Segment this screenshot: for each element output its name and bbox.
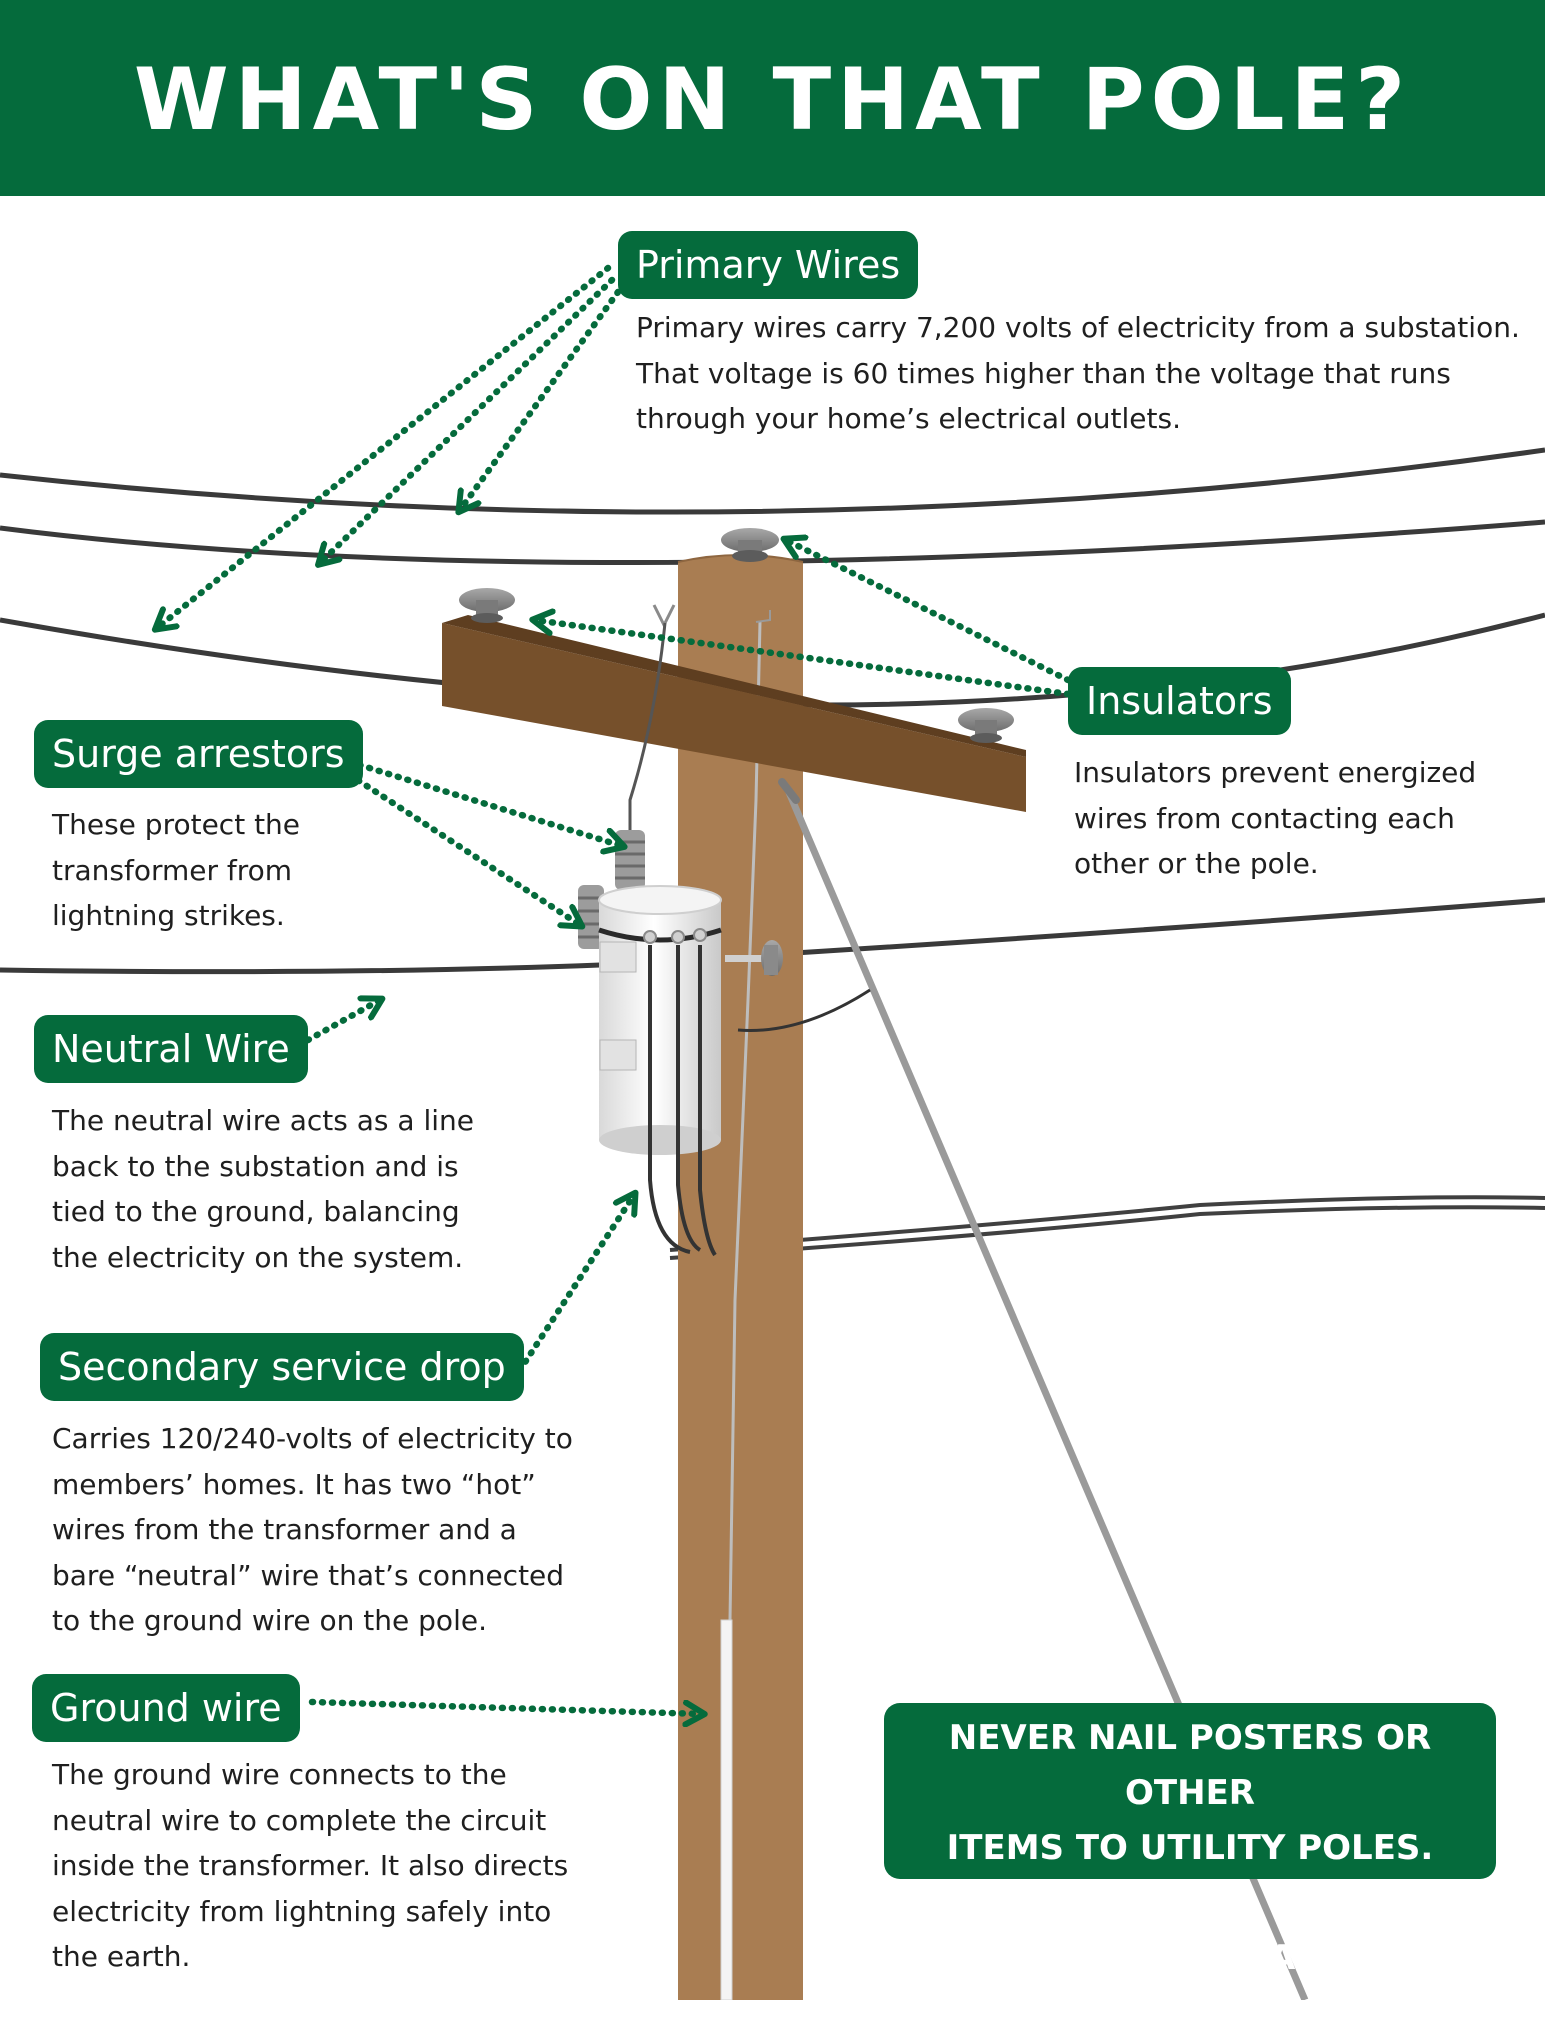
arrow-insulator-left xyxy=(535,620,1072,698)
arrow-primary-1 xyxy=(157,264,612,628)
arrow-neutral xyxy=(304,1000,380,1044)
description-line: to the ground wire on the pole. xyxy=(52,1604,487,1637)
arrow-secondary xyxy=(516,1195,634,1374)
safety-warning-box: NEVER NAIL POSTERS OR OTHER ITEMS TO UTI… xyxy=(884,1703,1496,2033)
surge-arrestors-description: These protect the transformer from light… xyxy=(52,802,300,939)
ground-wire-description: The ground wire connects to the neutral … xyxy=(52,1752,568,1980)
description-line: the electricity on the system. xyxy=(52,1240,464,1274)
description-line: transformer from xyxy=(52,853,293,887)
ground-wire-guard xyxy=(720,1619,733,2000)
insulators-description: Insulators prevent energized wires from … xyxy=(1074,750,1476,887)
crossarm xyxy=(442,623,1026,812)
insulator-crossarm-left xyxy=(459,588,515,623)
description-line: The neutral wire acts as a line xyxy=(52,1104,474,1137)
warning-line: CREATE A SAFETY HAZARD FOR xyxy=(889,1938,1491,1978)
description-line: That voltage is 60 times higher than the… xyxy=(636,356,1451,390)
description-line: back to the substation and is xyxy=(52,1149,459,1183)
description-line: lightning strikes. xyxy=(52,899,285,932)
utility-pole-illustration xyxy=(0,264,1545,2000)
description-line: These protect the xyxy=(52,808,301,841)
description-line: other or the pole. xyxy=(1074,847,1319,880)
insulators-label: Insulators xyxy=(1068,667,1291,735)
arrow-surge-1 xyxy=(346,758,622,846)
description-line: members’ homes. It has two “hot” xyxy=(52,1467,536,1501)
arrow-insulator-top xyxy=(786,540,1072,684)
description-line: tied to the ground, balancing xyxy=(52,1195,460,1228)
primary-wires-label: Primary Wires xyxy=(618,231,919,299)
service-drop-wire-2 xyxy=(669,1205,1545,1260)
primary-wires-description: Primary wires carry 7,200 volts of elect… xyxy=(636,305,1520,442)
primary-wire-middle xyxy=(0,519,1545,566)
description-line: Primary wires carry 7,200 volts of elect… xyxy=(636,311,1520,344)
pole xyxy=(678,555,803,2000)
insulator-crossarm-right xyxy=(958,708,1014,743)
service-drop-wire-1 xyxy=(669,1195,1545,1252)
description-line: The ground wire connects to the xyxy=(52,1758,507,1791)
ground-wire-label: Ground wire xyxy=(32,1674,300,1742)
header-banner: WHAT'S ON THAT POLE? xyxy=(0,0,1545,196)
description-line: bare “neutral” wire that’s connected xyxy=(52,1558,565,1592)
warning-line: ITEMS TO UTILITY POLES. THESE xyxy=(946,1828,1434,1923)
surge-arrestor-top xyxy=(615,830,645,890)
surge-arrestors-label: Surge arrestors xyxy=(34,720,363,788)
insulator-neutral xyxy=(725,940,783,976)
arrows xyxy=(157,264,1072,1714)
description-line: the earth. xyxy=(52,1940,191,1973)
description-line: Insulators prevent energized xyxy=(1074,756,1477,789)
description-line: neutral wire to complete the circuit xyxy=(52,1803,547,1837)
description-line: Carries 120/240-volts of electricity to xyxy=(52,1422,573,1455)
secondary-service-drop-label: Secondary service drop xyxy=(40,1333,524,1401)
neutral-wire-description: The neutral wire acts as a line back to … xyxy=(52,1098,474,1280)
arrow-surge-2 xyxy=(346,771,580,925)
arrow-ground xyxy=(308,1698,702,1714)
primary-wire-top xyxy=(0,447,1545,515)
neutral-wire-label: Neutral Wire xyxy=(34,1015,308,1083)
secondary-service-drop-description: Carries 120/240-volts of electricity to … xyxy=(52,1416,573,1644)
description-line: electricity from lightning safely into xyxy=(52,1894,552,1928)
page-title: WHAT'S ON THAT POLE? xyxy=(133,50,1412,150)
description-line: through your home’s electrical outlets. xyxy=(636,402,1182,435)
arrow-primary-2 xyxy=(320,276,616,563)
description-line: wires from contacting each xyxy=(1074,801,1455,835)
insulator-pole-top xyxy=(721,528,779,562)
warning-line: LINEWORKERS. xyxy=(1044,1993,1336,2033)
description-line: inside the transformer. It also directs xyxy=(52,1849,569,1882)
description-line: wires from the transformer and a xyxy=(52,1513,517,1546)
warning-line: NEVER NAIL POSTERS OR OTHER xyxy=(948,1718,1432,1813)
transformer xyxy=(598,885,722,1155)
